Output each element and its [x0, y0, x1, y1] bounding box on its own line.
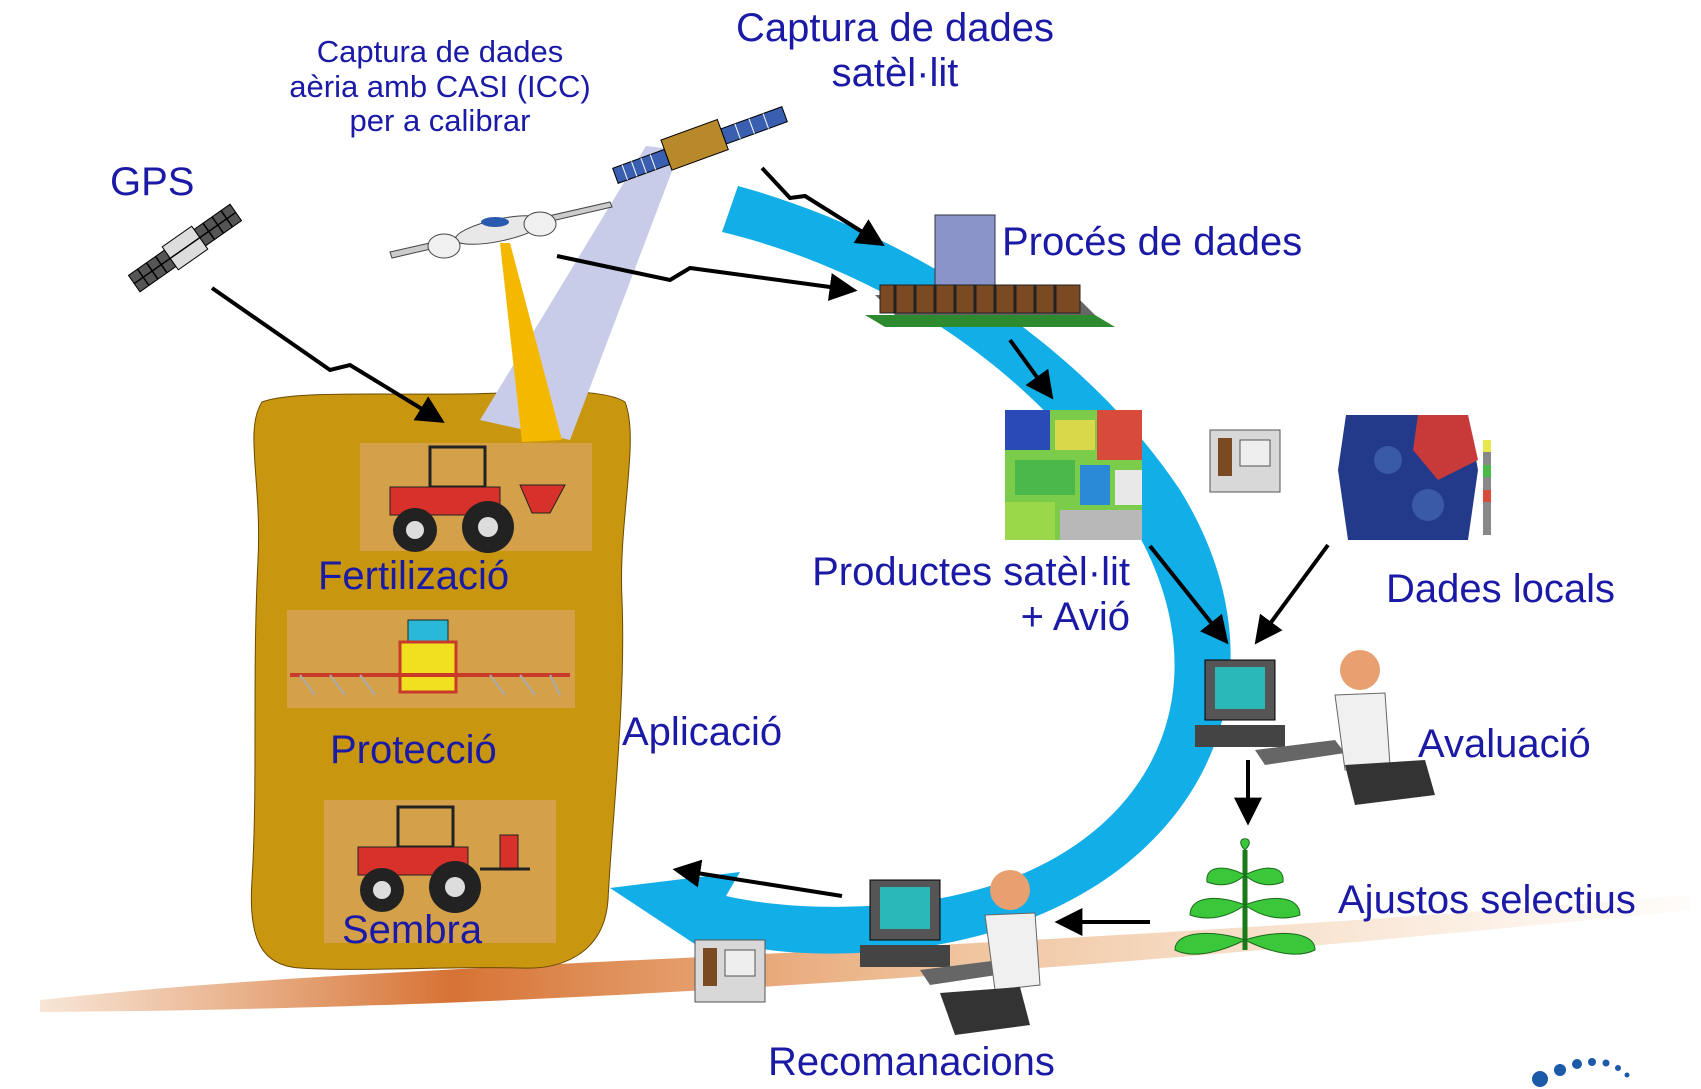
- label-capture-aerial-line3: per a calibrar: [349, 103, 531, 139]
- label-application: Aplicació: [622, 710, 783, 754]
- label-capture-aerial-line2: aèria amb CASI (ICC): [289, 68, 591, 104]
- label-capture-satellite: Captura de dades satèl·lit: [700, 6, 1090, 96]
- label-data-processing: Procés de dades: [1002, 220, 1303, 264]
- label-gps: GPS: [110, 160, 195, 204]
- sprayer-icon: [290, 619, 570, 696]
- arrow-aircraft-to-processing: [556, 254, 858, 301]
- arrow-gps-to-field: [210, 286, 445, 423]
- arrow-recommendations-to-application: [672, 859, 843, 898]
- yield-map-icon: [1338, 415, 1491, 540]
- tractor-seeder-icon: [357, 805, 530, 913]
- side-strip: [4, 30, 14, 990]
- logo-dots-icon: [1532, 1058, 1630, 1087]
- tractor-spreader-icon: [389, 445, 566, 553]
- label-capture-satellite-line1: Captura de dades: [735, 6, 1054, 50]
- label-fertilization: Fertilizació: [318, 554, 510, 598]
- plant-icon: [1174, 838, 1316, 955]
- cycle-arrow: [610, 186, 1231, 962]
- satellite-icon: [612, 106, 788, 184]
- label-selective-adjustments: Ajustos selectius: [1338, 878, 1636, 922]
- arrow-satellite-to-processing: [760, 166, 885, 246]
- arrow-processing-to-products: [1008, 338, 1054, 400]
- label-satellite-products: Productes satèl·lit + Avió: [720, 550, 1130, 640]
- airplane-icon: [389, 201, 613, 259]
- pda-device-icon: [694, 939, 766, 1003]
- building-icon: [865, 214, 1115, 327]
- label-sowing: Sembra: [342, 908, 483, 952]
- satellite-map-icon: [1005, 410, 1142, 540]
- label-capture-aerial: Captura de dades aèria amb CASI (ICC) pe…: [250, 34, 630, 139]
- connector-arrows: [210, 166, 1330, 936]
- label-local-data: Dades locals: [1386, 567, 1616, 611]
- arrow-products-to-evaluation: [1148, 544, 1229, 645]
- pda-device-icon: [1209, 429, 1281, 493]
- arrow-local-to-evaluation: [1254, 543, 1330, 645]
- label-satellite-products-line2: + Avió: [1020, 594, 1130, 639]
- computer-operator-icon: [1195, 650, 1435, 805]
- label-satellite-products-line1: Productes satèl·lit: [812, 550, 1130, 594]
- label-protection: Protecció: [330, 728, 497, 772]
- aircraft-beam: [500, 243, 562, 442]
- label-recommendations: Recomanacions: [768, 1040, 1055, 1084]
- label-capture-satellite-line2: satèl·lit: [831, 50, 959, 95]
- computer-operator-icon: [860, 870, 1041, 1035]
- label-capture-aerial-line1: Captura de dades: [316, 34, 564, 69]
- gps-satellite-icon: [127, 203, 243, 293]
- label-evaluation: Avaluació: [1418, 722, 1591, 766]
